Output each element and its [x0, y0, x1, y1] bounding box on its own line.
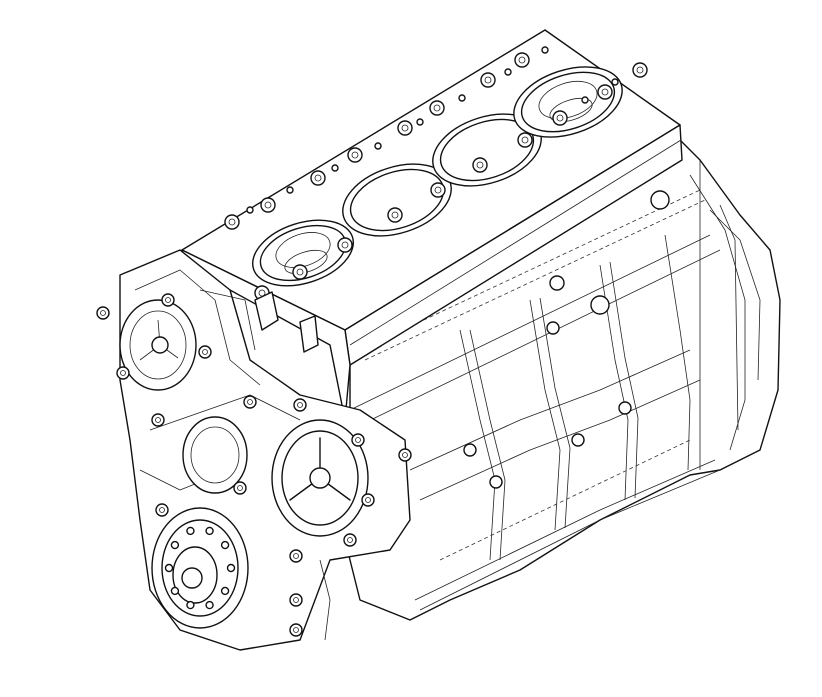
cover-bolt: [293, 627, 299, 633]
cover-bolt: [237, 485, 243, 491]
cover-bolt: [351, 433, 365, 447]
coolant-hole: [504, 68, 512, 76]
head-bolt-hole: [310, 170, 326, 186]
head-bolt-hole: [472, 157, 488, 173]
head-bolt-hole: [434, 186, 442, 194]
damper-hole: [226, 563, 236, 573]
head-bolt-hole: [636, 66, 644, 74]
cover-bolt: [402, 452, 408, 458]
head-bolt-hole: [429, 100, 445, 116]
head-bolt-hole: [433, 104, 441, 112]
cover-bolt: [365, 497, 371, 503]
head-bolt-hole: [521, 136, 529, 144]
cover-bolt: [151, 413, 165, 427]
head-bolt-hole: [260, 197, 276, 213]
coolant-hole: [416, 118, 424, 126]
cover-bolt: [343, 533, 357, 547]
cover-bolt: [155, 417, 161, 423]
cover-bolt: [161, 293, 175, 307]
head-bolt-hole: [556, 114, 564, 122]
cover-bolt: [293, 398, 307, 412]
head-bolt-holes: [224, 46, 648, 301]
cover-bolt: [289, 549, 303, 563]
cover-bolt: [398, 448, 412, 462]
cylinder-bores: [251, 66, 623, 287]
cover-bolt: [289, 623, 303, 637]
coolant-hole: [246, 206, 254, 214]
cylinder-bore-4: [513, 66, 623, 138]
cover-bolt: [247, 399, 253, 405]
cover-bolt: [355, 437, 361, 443]
damper-hole: [205, 526, 214, 536]
head-bolt-hole: [597, 84, 613, 100]
head-bolt-hole: [341, 241, 349, 249]
damper-hole: [220, 540, 230, 550]
head-bolt-hole: [430, 182, 446, 198]
head-bolt-hole: [391, 211, 399, 219]
damper-hole: [170, 586, 180, 596]
cover-bolt: [347, 537, 353, 543]
cam-gear-cover: [271, 419, 369, 537]
head-bolt-hole: [228, 218, 236, 226]
cover-bolt: [243, 395, 257, 409]
head-bolt-hole: [484, 76, 492, 84]
head-bolt-hole: [401, 124, 409, 132]
cover-bolts: [96, 293, 412, 637]
crankshaft-damper: [151, 507, 249, 629]
cover-bolt: [116, 366, 130, 380]
mid-cover: [182, 416, 248, 494]
head-bolt-hole: [517, 132, 533, 148]
head-bolt-hole: [397, 120, 413, 136]
coolant-hole: [374, 142, 382, 150]
damper-hole: [170, 540, 180, 550]
head-bolt-hole: [296, 268, 304, 276]
coolant-hole: [611, 78, 619, 86]
cover-bolt: [297, 402, 303, 408]
damper-hole: [220, 586, 230, 596]
head-bolt-hole: [264, 201, 272, 209]
head-bolt-hole: [337, 237, 353, 253]
cover-bolt: [165, 297, 171, 303]
damper-hole: [164, 563, 174, 573]
head-bolt-hole: [632, 62, 648, 78]
upper-pulley-cover: [119, 299, 197, 391]
cover-bolt: [198, 345, 212, 359]
coolant-hole: [541, 46, 549, 54]
head-bolt-hole: [351, 151, 359, 159]
head-bolt-hole: [601, 88, 609, 96]
head-bolt-hole: [314, 174, 322, 182]
damper-hole: [186, 600, 195, 610]
block-right-side: [339, 139, 781, 621]
coolant-hole: [458, 94, 466, 102]
coolant-hole: [331, 164, 339, 172]
cover-bolt: [96, 306, 110, 320]
head-bolt-hole: [347, 147, 363, 163]
head-bolt-hole: [552, 110, 568, 126]
cover-bolt: [120, 370, 126, 376]
head-bolt-hole: [476, 161, 484, 169]
cover-bolt: [361, 493, 375, 507]
cover-bolt: [293, 597, 299, 603]
cover-bolt: [233, 481, 247, 495]
cover-bolt: [202, 349, 208, 355]
cover-bolt: [289, 593, 303, 607]
head-bolt-hole: [480, 72, 496, 88]
head-bolt-hole: [387, 207, 403, 223]
cover-bolt: [155, 503, 169, 517]
cover-bolt: [293, 553, 299, 559]
damper-hole: [205, 600, 214, 610]
head-bolt-hole: [514, 52, 530, 68]
head-bolt-hole: [518, 56, 526, 64]
coolant-hole: [286, 186, 294, 194]
head-bolt-hole: [292, 264, 308, 280]
damper-hole: [186, 526, 195, 536]
coolant-hole: [581, 96, 589, 104]
cover-bolt: [100, 310, 106, 316]
head-bolt-hole: [224, 214, 240, 230]
cover-bolt: [159, 507, 165, 513]
